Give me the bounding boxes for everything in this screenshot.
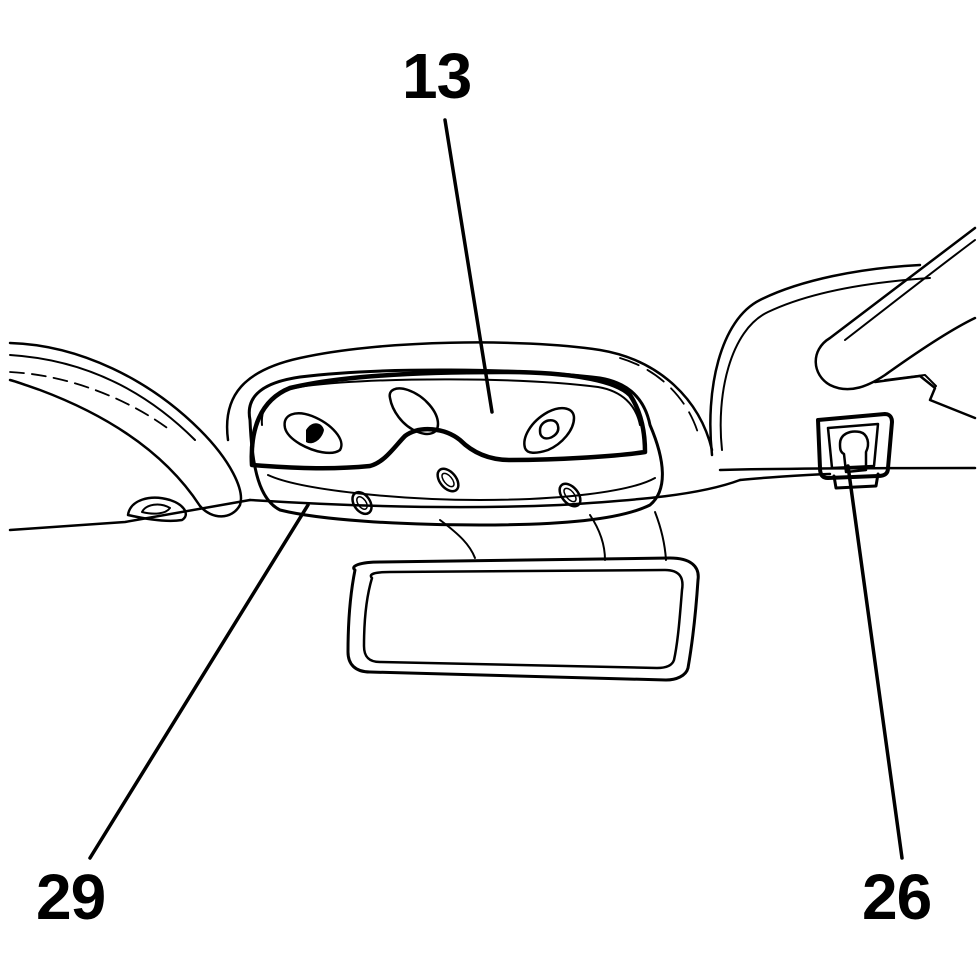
left-pillar-trim <box>8 341 252 532</box>
callout-29: 29 <box>36 861 106 933</box>
leader-26 <box>846 464 904 860</box>
right-sun-visor <box>814 226 977 420</box>
left-visor-clip <box>126 496 187 523</box>
leader-29 <box>88 503 310 860</box>
headliner-opening <box>225 341 832 509</box>
callout-26: 26 <box>862 861 932 933</box>
console-switches <box>351 467 582 516</box>
leader-lines <box>88 118 904 860</box>
mirror-stem <box>439 511 667 561</box>
right-headliner-edge <box>709 263 977 472</box>
lens-details <box>283 387 576 455</box>
rear-view-mirror <box>346 556 700 682</box>
callout-13: 13 <box>402 40 472 112</box>
visor-mount-clip <box>816 412 894 490</box>
leader-13 <box>443 118 494 414</box>
dome-light-lens <box>249 369 648 471</box>
